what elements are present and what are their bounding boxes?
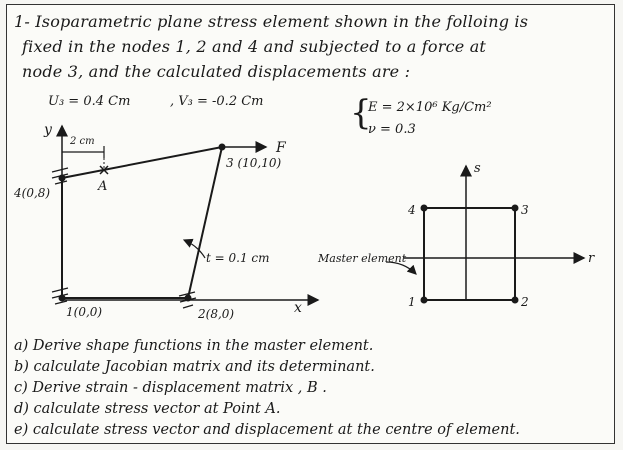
material-E: E = 2×10⁶ Kg/Cm² (368, 100, 492, 115)
support-node-2 (178, 291, 197, 309)
x-axis-label: x (294, 300, 302, 316)
node-3-dot (218, 143, 226, 151)
master-node-4-dot (420, 204, 428, 212)
r-axis-label: r (588, 251, 595, 266)
master-node-3-label: 3 (521, 203, 529, 217)
point-A-label: A (97, 179, 107, 194)
master-element-label: Master element (317, 252, 407, 265)
master-leader (385, 261, 417, 275)
force-label: F (275, 140, 287, 156)
s-axis-label: s (474, 161, 481, 176)
master-node-1-label: 1 (408, 295, 416, 309)
thickness-label: t = 0.1 cm (206, 251, 270, 265)
question-c: c) Derive strain - displacement matrix ,… (14, 380, 327, 396)
question-b: b) calculate Jacobian matrix and its det… (14, 359, 375, 375)
element-outline (61, 145, 224, 299)
problem-frame (6, 4, 615, 444)
support-node-4 (51, 167, 69, 185)
displacement-u3: U₃ = 0.4 Cm (48, 94, 131, 109)
master-node-2-dot (511, 296, 519, 304)
node-3-label: 3 (10,10) (226, 156, 281, 170)
question-e: e) calculate stress vector and displacem… (14, 422, 520, 438)
support-node-1 (51, 287, 69, 305)
master-node-4-label: 4 (407, 203, 416, 217)
question-d: d) calculate stress vector at Point A. (14, 401, 281, 417)
dimension-label: 2 cm (69, 136, 95, 147)
master-node-3-dot (511, 204, 519, 212)
node-2-label: 2(8,0) (197, 307, 234, 321)
displacement-v3: , V₃ = -0.2 Cm (170, 94, 264, 109)
node-1-label: 1(0,0) (66, 305, 102, 319)
master-square (423, 207, 516, 301)
material-nu: ν = 0.3 (368, 122, 416, 137)
master-node-2-label: 2 (520, 295, 529, 309)
point-A-mark (99, 165, 109, 175)
problem-line-2: fixed in the nodes 1, 2 and 4 and subjec… (22, 37, 487, 56)
master-node-1-dot (420, 296, 428, 304)
problem-line-3: node 3, and the calculated displacements… (22, 62, 411, 81)
y-axis-label: y (43, 122, 53, 138)
problem-line-1: 1- Isoparametric plane stress element sh… (14, 12, 529, 31)
question-a: a) Derive shape functions in the master … (14, 338, 374, 354)
material-brace: { (350, 93, 372, 133)
node-4-label: 4(0,8) (13, 186, 50, 200)
thickness-leader (182, 238, 206, 259)
